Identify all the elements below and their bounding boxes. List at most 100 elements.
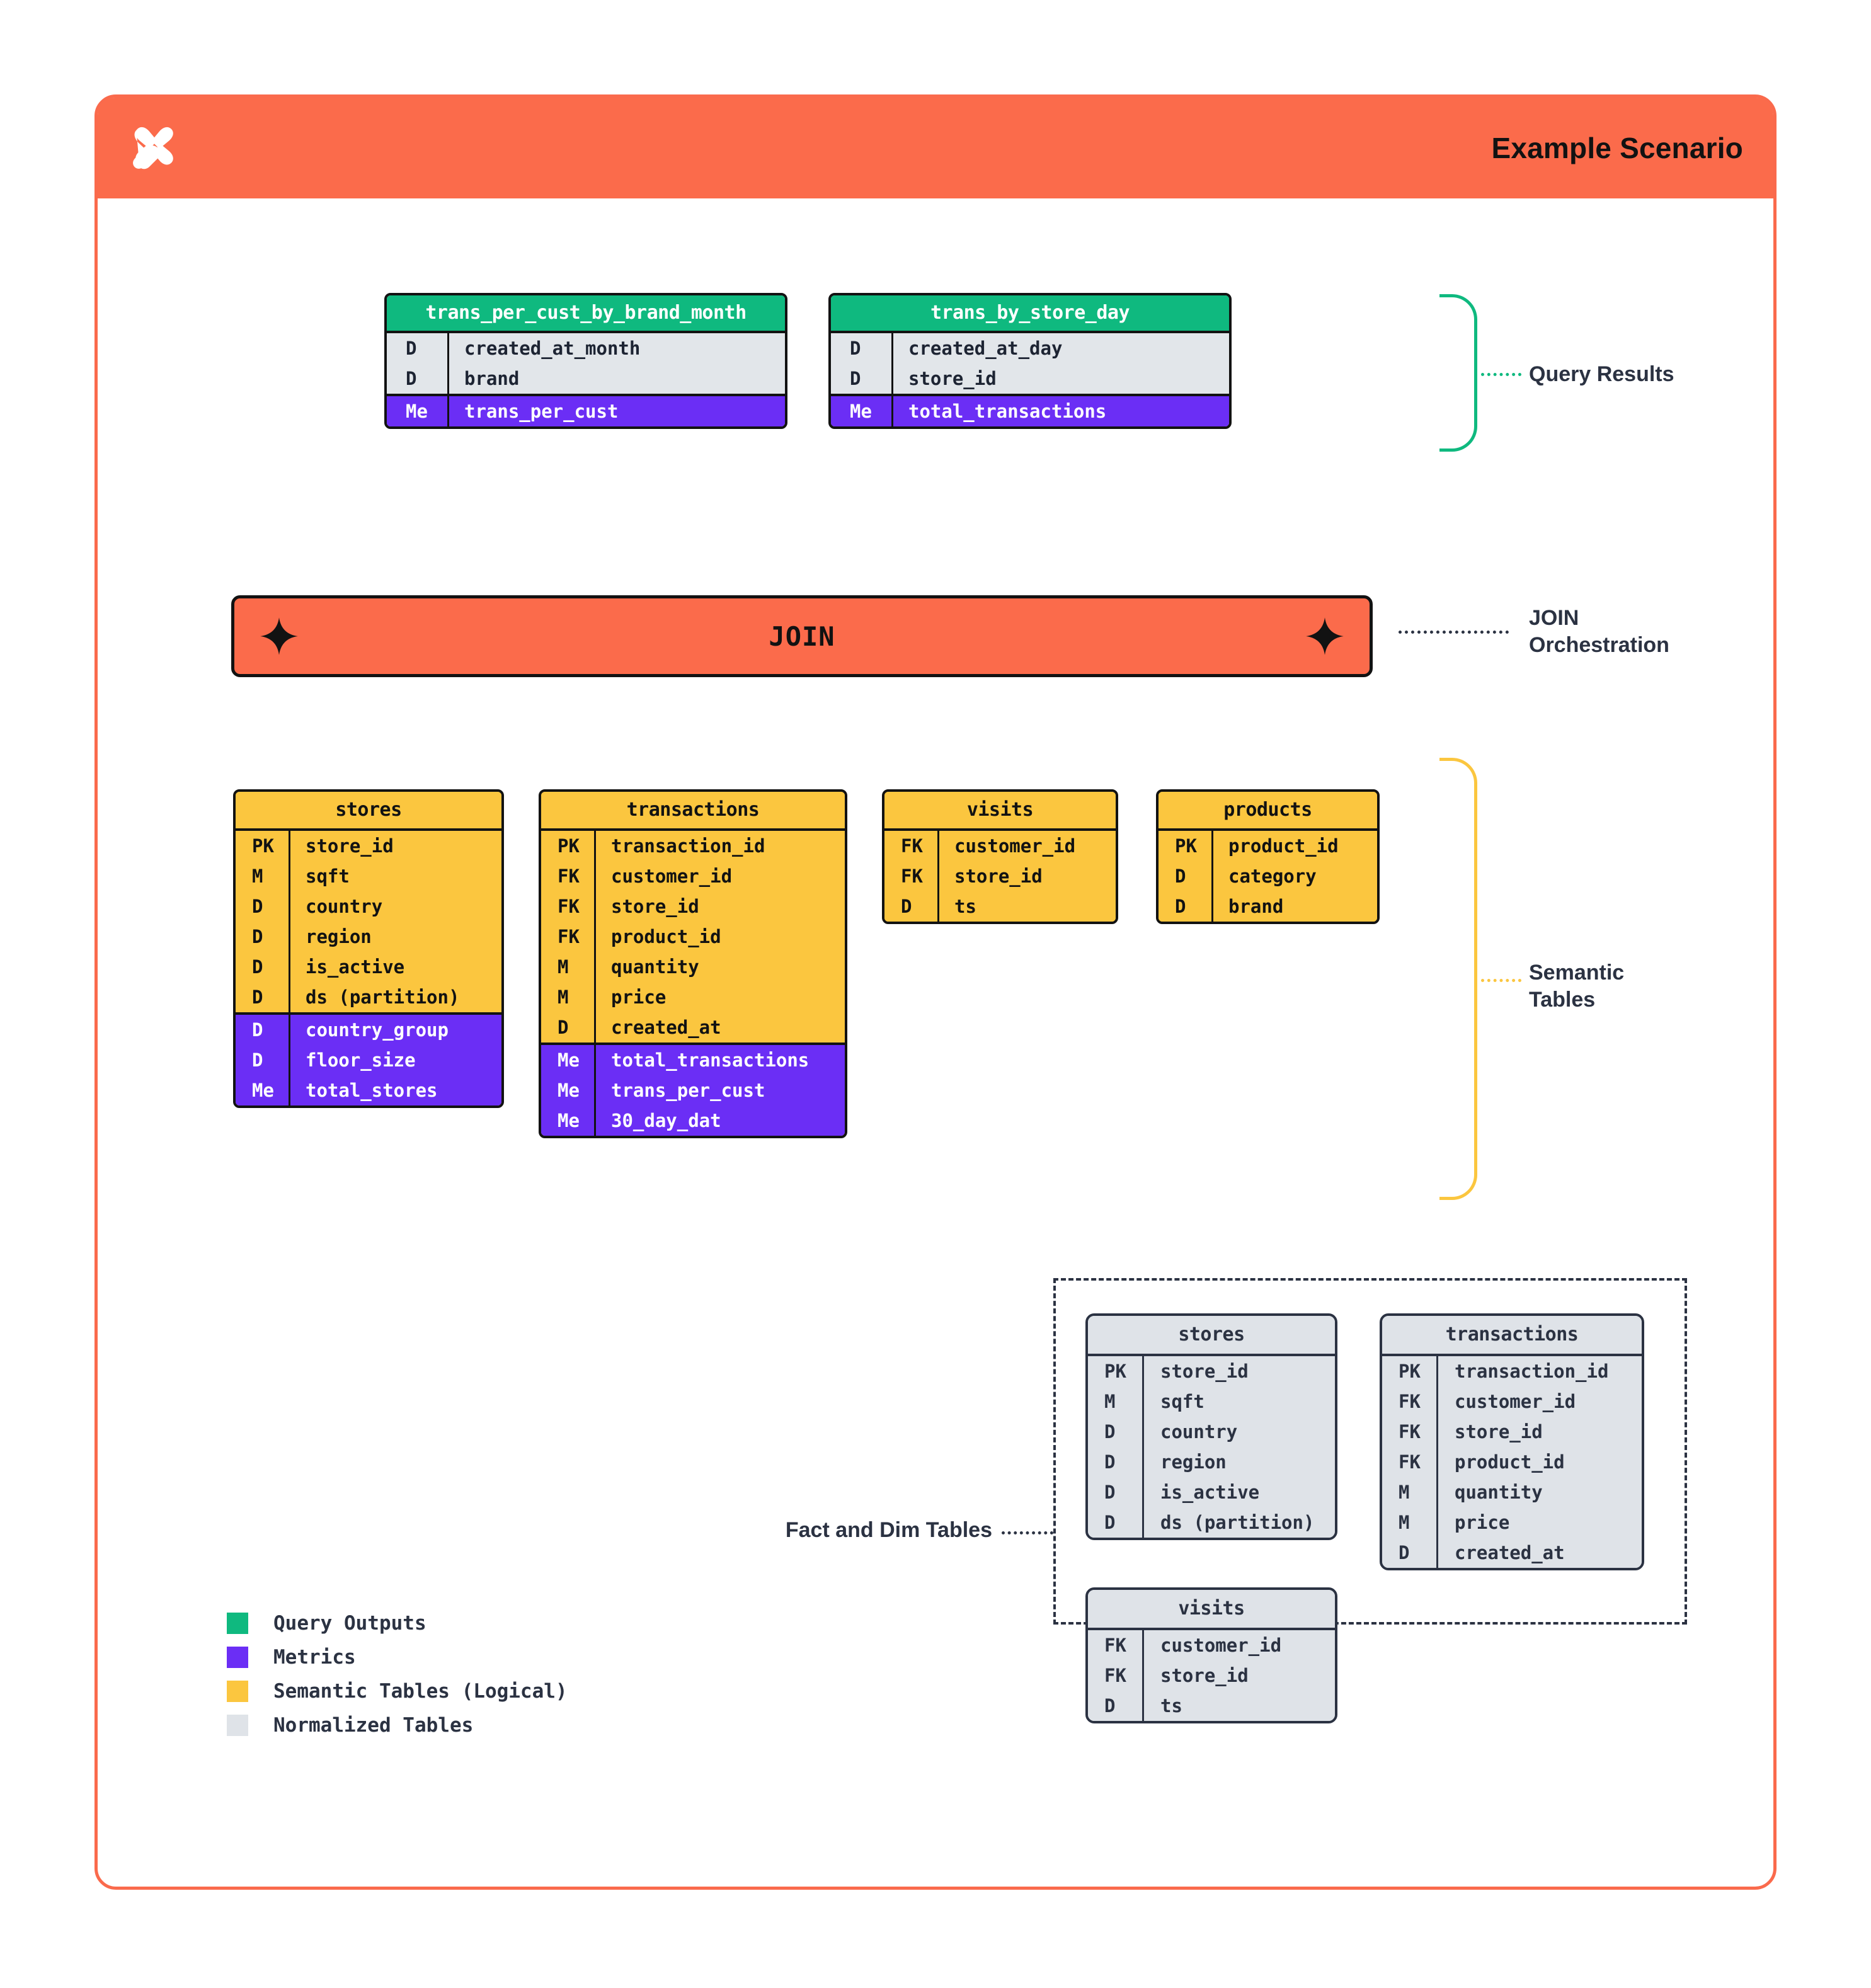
table-header: transactions xyxy=(1382,1316,1642,1354)
column-kind: PK xyxy=(558,835,580,857)
column-kind: M xyxy=(558,986,569,1008)
column-kind: PK xyxy=(252,835,274,857)
join-orchestration-bar[interactable]: JOIN xyxy=(231,595,1373,677)
table-row[interactable]: PK store_id xyxy=(1088,1356,1335,1386)
table-header: stores xyxy=(1088,1316,1335,1354)
column-kind: FK xyxy=(1104,1665,1126,1686)
column-kind: Me xyxy=(558,1080,580,1101)
column-kind: FK xyxy=(1104,1635,1126,1656)
dimension-rows: D created_at_day D store_id xyxy=(831,331,1229,394)
table-row[interactable]: Me trans_per_cust xyxy=(387,396,785,426)
table-header: visits xyxy=(1088,1590,1335,1628)
table-row[interactable]: Me total_transactions xyxy=(831,396,1229,426)
column-field: created_at_day xyxy=(891,333,1229,363)
column-field: ts xyxy=(1142,1691,1335,1721)
column-kind: D xyxy=(252,986,263,1008)
column-field: total_transactions xyxy=(594,1045,845,1075)
column-kind: PK xyxy=(1104,1361,1126,1382)
table-row[interactable]: D created_at_day xyxy=(831,333,1229,363)
column-kind: FK xyxy=(901,865,923,887)
column-kind: FK xyxy=(558,896,580,917)
query-result-table-trans-by-store-day[interactable]: trans_by_store_day D created_at_day D st… xyxy=(828,293,1232,429)
column-kind: D xyxy=(1104,1482,1116,1503)
column-kind: Me xyxy=(406,401,428,422)
table-header: stores xyxy=(236,792,501,828)
table-row[interactable]: D store_id xyxy=(831,363,1229,394)
column-kind: PK xyxy=(1399,1361,1421,1382)
column-kind: D xyxy=(850,368,861,389)
table-row[interactable]: D brand xyxy=(387,363,785,394)
legend-item: Query Outputs xyxy=(227,1606,568,1640)
column-kind: D xyxy=(406,368,417,389)
legend-item: Metrics xyxy=(227,1640,568,1674)
column-kind: D xyxy=(406,338,417,359)
annotation-semantic-tables: Semantic Tables xyxy=(1529,961,1625,1012)
column-field: 30_day_dat xyxy=(594,1105,845,1136)
column-field: store_id xyxy=(1142,1356,1335,1386)
table-header: transactions xyxy=(541,792,845,828)
table-row[interactable]: D created_at_month xyxy=(387,333,785,363)
column-kind: D xyxy=(1104,1421,1116,1442)
column-field: trans_per_cust xyxy=(447,396,785,426)
annotation-query-results: Query Results xyxy=(1529,362,1674,386)
column-kind: PK xyxy=(1175,835,1197,857)
column-field: country xyxy=(1142,1417,1335,1447)
query-result-table-trans-per-cust-by-brand-month[interactable]: trans_per_cust_by_brand_month D created_… xyxy=(384,293,787,429)
column-field: country_group xyxy=(289,1015,501,1045)
column-field: price xyxy=(594,982,845,1012)
column-kind: D xyxy=(252,896,263,917)
column-field: total_transactions xyxy=(891,396,1229,426)
column-kind: D xyxy=(1104,1695,1116,1717)
